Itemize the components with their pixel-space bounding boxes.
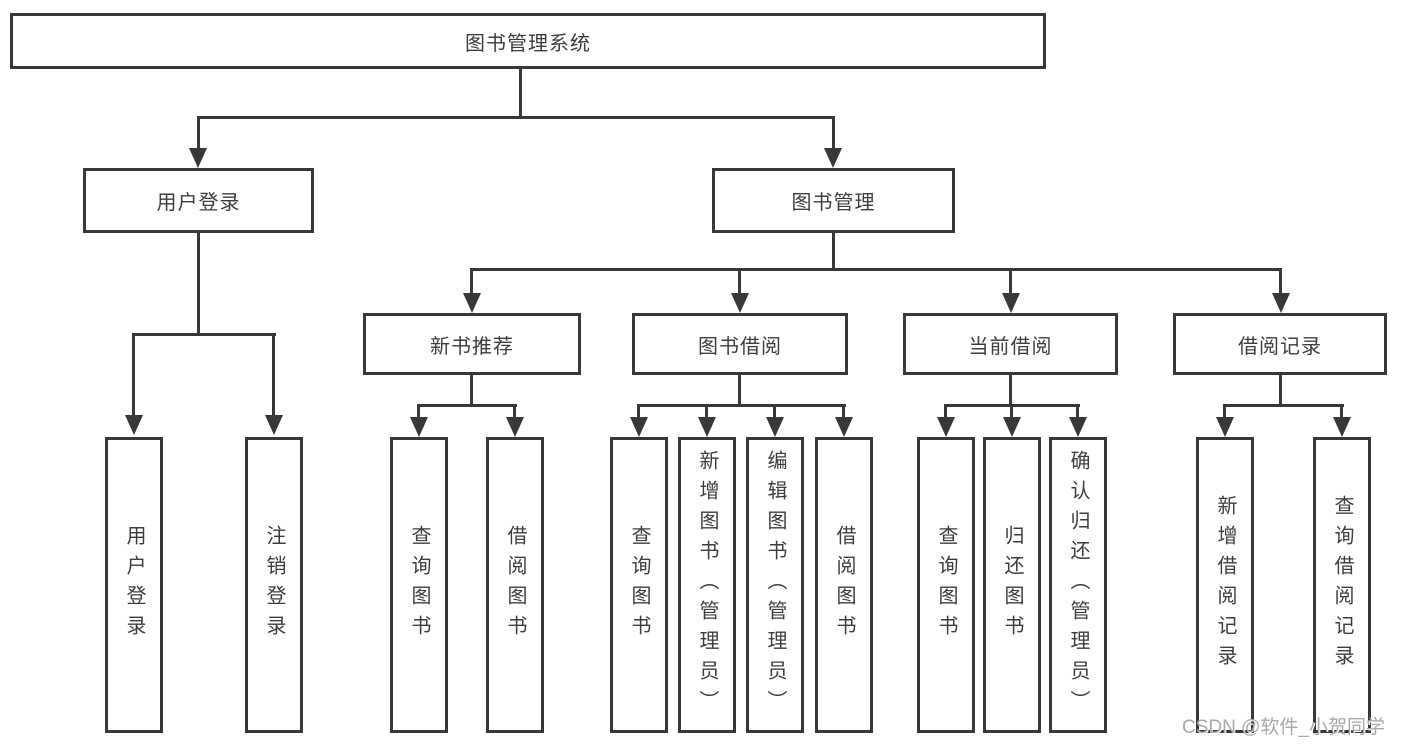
connector-drop-user-login xyxy=(197,116,200,149)
node-label: 新书推荐 xyxy=(430,335,514,358)
leaf-label: 借阅图书 xyxy=(504,525,526,645)
connector-drop-leaf xyxy=(272,333,275,416)
leaf-label: 用户登录 xyxy=(123,525,145,645)
connector-drop-book-management xyxy=(832,116,835,149)
node-book-borrowing: 图书借阅 xyxy=(632,313,848,375)
leaf-label: 查询图书 xyxy=(408,525,430,645)
leaf-newrec-borrow-books: 借阅图书 xyxy=(486,437,544,733)
leaf-logout: 注销登录 xyxy=(245,437,303,733)
node-label: 图书管理系统 xyxy=(465,32,591,55)
node-book-management: 图书管理 xyxy=(712,168,955,233)
leaf-current-confirm-return-admin: 确认归还（管理员） xyxy=(1049,437,1107,733)
leaf-label: 查询借阅记录 xyxy=(1331,495,1353,675)
leaf-borrow-borrow-books: 借阅图书 xyxy=(815,437,873,733)
watermark-text: CSDN @软件_小贺同学 xyxy=(1182,717,1385,738)
leaf-label: 确认归还（管理员） xyxy=(1067,450,1089,720)
node-label: 当前借阅 xyxy=(968,335,1053,358)
node-label: 用户登录 xyxy=(156,192,241,214)
arrow-down-icon xyxy=(463,293,481,313)
leaf-label: 注销登录 xyxy=(263,525,285,645)
arrow-down-icon xyxy=(835,417,853,437)
arrow-down-icon xyxy=(766,417,784,437)
connector-group-stem xyxy=(1279,375,1282,406)
leaf-label: 新增借阅记录 xyxy=(1214,495,1236,675)
connector-drop-leaf xyxy=(1010,404,1013,418)
connector-drop-leaf xyxy=(1340,404,1343,418)
leaf-label: 借阅图书 xyxy=(833,525,855,645)
node-new-book-recommend: 新书推荐 xyxy=(363,313,581,375)
connector-drop-group xyxy=(1279,268,1282,294)
arrow-down-icon xyxy=(410,417,428,437)
leaf-records-add-record: 新增借阅记录 xyxy=(1196,437,1254,733)
arrow-down-icon xyxy=(189,148,207,168)
connector-group-bar xyxy=(1223,404,1344,407)
connector-root-stem xyxy=(519,69,522,117)
arrow-down-icon xyxy=(265,415,283,435)
connector-userlogin-stem xyxy=(197,233,200,336)
node-label: 借阅记录 xyxy=(1238,335,1322,358)
connector-bookmgmt-bar xyxy=(470,268,1282,271)
node-user-login: 用户登录 xyxy=(83,168,314,233)
leaf-label: 查询图书 xyxy=(628,525,650,645)
connector-drop-leaf xyxy=(705,404,708,418)
connector-bookmgmt-stem xyxy=(832,233,835,271)
connector-drop-leaf xyxy=(637,404,640,418)
connector-drop-leaf xyxy=(1076,404,1079,418)
leaf-label: 查询图书 xyxy=(935,525,957,645)
leaf-borrow-query-books: 查询图书 xyxy=(610,437,668,733)
arrow-down-icon xyxy=(630,417,648,437)
connector-drop-group xyxy=(470,268,473,294)
node-label: 图书借阅 xyxy=(698,335,782,358)
connector-userlogin-bar xyxy=(132,333,276,336)
leaf-label: 编辑图书（管理员） xyxy=(764,450,786,720)
arrow-down-icon xyxy=(937,417,955,437)
arrow-down-icon xyxy=(731,293,749,313)
node-label: 图书管理 xyxy=(791,192,876,214)
connector-root-bar xyxy=(197,116,835,119)
connector-drop-leaf xyxy=(944,404,947,418)
leaf-user-login: 用户登录 xyxy=(105,437,163,733)
leaf-label: 归还图书 xyxy=(1001,525,1023,645)
connector-drop-leaf xyxy=(513,404,516,418)
connector-group-bar xyxy=(637,404,846,407)
arrow-down-icon xyxy=(824,148,842,168)
connector-group-stem xyxy=(1009,375,1012,406)
connector-drop-leaf xyxy=(132,333,135,416)
arrow-down-icon xyxy=(125,415,143,435)
node-library-management-system: 图书管理系统 xyxy=(10,13,1046,69)
arrow-down-icon xyxy=(698,417,716,437)
connector-group-stem xyxy=(738,375,741,406)
arrow-down-icon xyxy=(1069,417,1087,437)
leaf-borrow-add-books-admin: 新增图书（管理员） xyxy=(678,437,736,733)
arrow-down-icon xyxy=(1216,417,1234,437)
connector-drop-leaf xyxy=(773,404,776,418)
connector-group-stem xyxy=(470,375,473,406)
leaf-borrow-edit-books-admin: 编辑图书（管理员） xyxy=(746,437,804,733)
arrow-down-icon xyxy=(1003,417,1021,437)
connector-drop-leaf xyxy=(417,404,420,418)
leaf-label: 新增图书（管理员） xyxy=(696,450,718,720)
arrow-down-icon xyxy=(506,417,524,437)
node-current-borrowing: 当前借阅 xyxy=(903,313,1118,375)
connector-drop-leaf xyxy=(842,404,845,418)
leaf-records-query-record: 查询借阅记录 xyxy=(1313,437,1371,733)
arrow-down-icon xyxy=(1333,417,1351,437)
node-borrowing-records: 借阅记录 xyxy=(1173,313,1387,375)
connector-drop-leaf xyxy=(1223,404,1226,418)
arrow-down-icon xyxy=(1002,293,1020,313)
leaf-current-query-books: 查询图书 xyxy=(917,437,975,733)
connector-drop-group xyxy=(738,268,741,294)
arrow-down-icon xyxy=(1272,293,1290,313)
connector-group-bar xyxy=(417,404,517,407)
leaf-newrec-query-books: 查询图书 xyxy=(390,437,448,733)
leaf-current-return-books: 归还图书 xyxy=(983,437,1041,733)
connector-drop-group xyxy=(1009,268,1012,294)
